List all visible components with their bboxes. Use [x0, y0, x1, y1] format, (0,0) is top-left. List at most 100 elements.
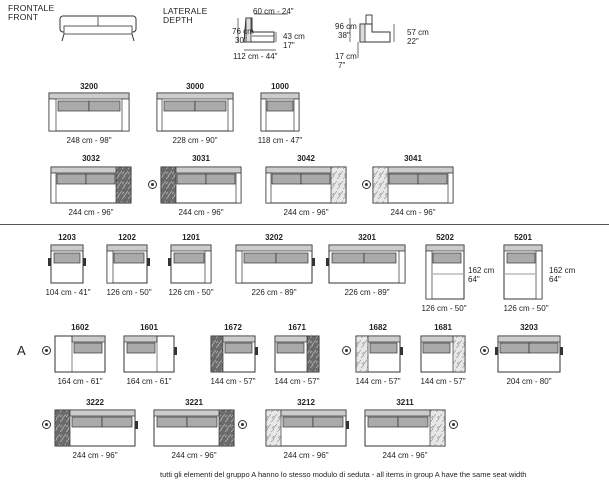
chaise-depth: 162 cm — [468, 266, 495, 275]
module-dim: 226 cm - 89" — [344, 288, 390, 297]
module-dim: 104 cm - 41" — [45, 288, 91, 297]
chaise-depth-in: 64" — [468, 275, 480, 284]
sofa-3042-drawing — [265, 166, 347, 204]
module-code: 1601 — [140, 323, 158, 332]
leg-icon — [42, 420, 51, 429]
leg-h-in: 7" — [338, 61, 346, 70]
side-width-top: 60 cm - 24" — [253, 7, 294, 16]
module-code: 3000 — [186, 82, 204, 91]
side-depth: 112 cm - 44" — [233, 52, 278, 61]
module-code: 1602 — [71, 323, 89, 332]
sofa-1682-drawing — [355, 335, 403, 373]
leg-icon — [480, 346, 489, 355]
module-dim: 118 cm - 47" — [257, 136, 303, 145]
module-code: 1681 — [434, 323, 452, 332]
module-dim: 226 cm - 89" — [251, 288, 297, 297]
module-code: 1672 — [224, 323, 242, 332]
footnote: tutti gli elementi del gruppo A hanno lo… — [160, 470, 527, 479]
side-seat-h: 43 cm — [283, 32, 305, 41]
module-code: 3200 — [80, 82, 98, 91]
side-view-drawing — [237, 13, 288, 51]
sofa-1602-drawing — [54, 335, 106, 373]
sofa-3000-drawing — [156, 92, 234, 132]
module-dim: 204 cm - 80" — [506, 377, 552, 386]
sofa-3221-drawing — [153, 409, 235, 447]
module-dim: 244 cm - 96" — [382, 451, 428, 460]
module-code: 3211 — [396, 398, 414, 407]
reclined-side-view-drawing — [349, 14, 395, 58]
leg-h: 17 cm — [335, 52, 357, 61]
module-code: 3222 — [86, 398, 104, 407]
sofa-1672-drawing — [210, 335, 258, 373]
side-height-back: 76 cm — [232, 27, 254, 36]
module-dim: 164 cm - 61" — [126, 377, 172, 386]
reclined-seat-in: 22" — [407, 37, 419, 46]
module-dim: 248 cm - 98" — [66, 136, 112, 145]
module-code: 3031 — [192, 154, 210, 163]
front-label: FRONTALE — [8, 3, 55, 13]
leg-icon — [362, 180, 371, 189]
module-dim: 144 cm - 57" — [420, 377, 466, 386]
module-code: 1203 — [58, 233, 76, 242]
module-dim: 126 cm - 50" — [503, 304, 549, 313]
module-code: 3212 — [297, 398, 315, 407]
sofa-1203-drawing — [48, 244, 86, 284]
section-divider — [0, 224, 609, 225]
module-dim: 244 cm - 96" — [171, 451, 217, 460]
module-dim: 228 cm - 90" — [172, 136, 218, 145]
module-dim: 126 cm - 50" — [168, 288, 214, 297]
leg-icon — [342, 346, 351, 355]
module-code: 1202 — [118, 233, 136, 242]
sofa-3212-drawing — [265, 409, 349, 447]
front-view-sofa-drawing — [59, 15, 137, 42]
module-code: 5202 — [436, 233, 454, 242]
sofa-1681-drawing — [420, 335, 466, 373]
leg-icon — [238, 420, 247, 429]
module-dim: 244 cm - 96" — [283, 208, 329, 217]
sofa-3201-drawing — [326, 244, 406, 284]
module-code: 3203 — [520, 323, 538, 332]
module-code: 3201 — [358, 233, 376, 242]
sofa-1601-drawing — [123, 335, 177, 373]
sofa-3031-drawing — [160, 166, 242, 204]
module-dim: 126 cm - 50" — [421, 304, 467, 313]
side-label-en: DEPTH — [163, 15, 193, 25]
reclined-back: 96 cm — [335, 22, 357, 31]
sofa-3032-drawing — [50, 166, 132, 204]
side-seat-h-in: 17" — [283, 41, 295, 50]
module-code: 5201 — [514, 233, 532, 242]
module-dim: 144 cm - 57" — [274, 377, 320, 386]
sofa-1671-drawing — [274, 335, 320, 373]
module-code: 3221 — [185, 398, 203, 407]
leg-icon — [449, 420, 458, 429]
module-dim: 244 cm - 96" — [68, 208, 114, 217]
module-dim: 144 cm - 57" — [210, 377, 256, 386]
module-code: 3032 — [82, 154, 100, 163]
sofa-1000-drawing — [260, 92, 300, 132]
sofa-1202-drawing — [106, 244, 150, 284]
module-code: 1671 — [288, 323, 306, 332]
sofa-3211-drawing — [364, 409, 446, 447]
module-code: 1000 — [271, 82, 289, 91]
reclined-back-in: 38" — [338, 31, 350, 40]
module-dim: 244 cm - 96" — [72, 451, 118, 460]
chaise-5202-drawing — [425, 244, 465, 300]
chaise-depth-in: 64" — [549, 275, 561, 284]
sofa-3200-drawing — [48, 92, 130, 132]
module-dim: 244 cm - 96" — [390, 208, 436, 217]
module-code: 1201 — [182, 233, 200, 242]
side-height-back-in: 30" — [235, 36, 247, 45]
module-code: 3042 — [297, 154, 315, 163]
leg-icon — [148, 180, 157, 189]
module-dim: 244 cm - 96" — [178, 208, 224, 217]
module-dim: 126 cm - 50" — [106, 288, 152, 297]
module-code: 1682 — [369, 323, 387, 332]
reclined-seat: 57 cm — [407, 28, 429, 37]
module-code: 3041 — [404, 154, 422, 163]
leg-icon — [42, 346, 51, 355]
sofa-1201-drawing — [168, 244, 212, 284]
group-label: A — [17, 343, 26, 358]
sofa-3041-drawing — [372, 166, 454, 204]
chaise-depth: 162 cm — [549, 266, 576, 275]
